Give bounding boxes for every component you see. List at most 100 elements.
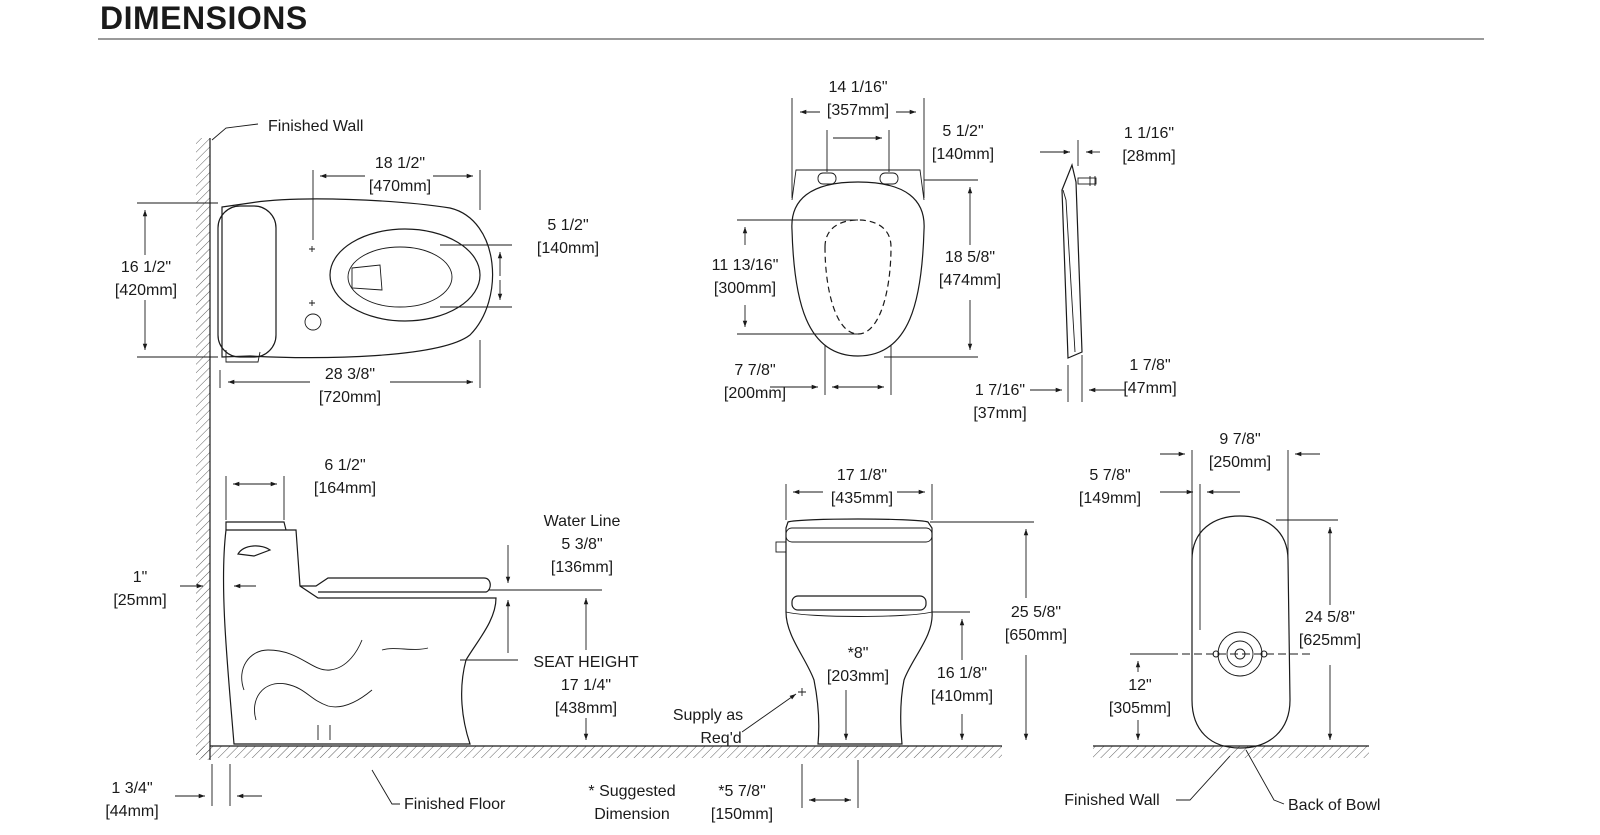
dim-supply-offset: *5 7/8" [150mm] [711,760,859,823]
seat-top-view [791,169,925,357]
supply-to-front-mm: [470mm] [369,178,431,195]
front-width-mm: [435mm] [831,490,893,507]
overall-width-mm: [420mm] [115,282,177,299]
finished-wall-label-rear: Finished Wall [1064,792,1159,809]
supply-label-2: Req'd [700,730,741,747]
front-view [775,518,933,745]
rear-half-width-mm: [149mm] [1079,490,1141,507]
back-of-bowl-label: Back of Bowl [1288,797,1380,814]
bowl-opening-mm: [140mm] [537,240,599,257]
dim-seat-height: SEAT HEIGHT 17 1/4" [438mm] [533,598,639,740]
dim-water-line: Water Line 5 3/8" [136mm] [460,513,621,661]
rear-half-width-in: 5 7/8" [1089,467,1130,484]
suggested-note-1: * Suggested [588,783,675,800]
supply-leader: Supply as Req'd [673,693,797,747]
back-of-bowl-leader [1245,749,1285,805]
seat-height-label: SEAT HEIGHT [533,654,638,671]
opening-length-mm: [300mm] [714,280,776,297]
seat-height-mm: [438mm] [555,700,617,717]
thickness-b-mm: [47mm] [1123,380,1176,397]
hinge-spacing-in: 5 1/2" [942,123,983,140]
floor-hatch-side [196,745,770,758]
dim-seat-width: 14 1/16" [357mm] [791,79,925,198]
dim-supply-height: *8" [203mm] [827,645,889,740]
bowl-opening-in: 5 1/2" [547,217,588,234]
dim-lever-offset: 1" [25mm] [113,569,256,609]
rough-in-in: 1 3/4" [111,780,152,797]
front-width-in: 17 1/8" [837,467,887,484]
dim-supply-to-front: 18 1/2" [470mm] [312,155,481,240]
supply-height-in: *8" [848,645,869,662]
front-height-in: 25 5/8" [1011,604,1061,621]
dim-side-top-offset: 1 1/16" [28mm] [1040,125,1176,166]
water-line-mm: [136mm] [551,559,613,576]
page-title: DIMENSIONS [100,0,308,36]
tank-depth-in: 6 1/2" [324,457,365,474]
dim-rough-in: 1 3/4" [44mm] [105,764,262,820]
opening-width-in: 7 7/8" [734,362,775,379]
front-height-mm: [650mm] [1005,627,1067,644]
lever-offset-in: 1" [133,569,148,586]
lever-offset-mm: [25mm] [113,592,166,609]
top-offset-mm: [28mm] [1122,148,1175,165]
seat-width-mm: [357mm] [827,102,889,119]
dim-wall-to-front: 28 3/8" [720mm] [219,340,481,406]
thickness-a-in: 1 7/16" [975,382,1025,399]
supply-offset-mm: [150mm] [711,806,773,823]
dim-bowl-opening: 5 1/2" [140mm] [440,217,599,308]
finished-wall-rear-leader [1176,755,1231,801]
supply-offset-in: *5 7/8" [718,783,766,800]
dim-overall-width: 16 1/2" [420mm] [115,202,218,358]
dim-rim-height: 16 1/8" [410mm] [931,611,993,740]
rear-height-mm: [625mm] [1299,632,1361,649]
seat-length-mm: [474mm] [939,272,1001,289]
seat-side-view [1061,163,1097,359]
outlet-height-in: 12" [1128,677,1151,694]
dim-opening-length: 11 13/16" [300mm] [712,219,858,335]
wall-to-front-in: 28 3/8" [325,366,375,383]
floor-hatch-front [766,745,1002,758]
seat-width-in: 14 1/16" [828,79,887,96]
rear-height-in: 24 5/8" [1305,609,1355,626]
finished-floor-label: Finished Floor [404,796,506,813]
dim-opening-width: 7 7/8" [200mm] [724,345,892,402]
wall-to-front-mm: [720mm] [319,389,381,406]
thickness-a-mm: [37mm] [973,405,1026,422]
water-line-in: 5 3/8" [561,536,602,553]
top-offset-in: 1 1/16" [1124,125,1174,142]
rear-width-mm: [250mm] [1209,454,1271,471]
opening-width-mm: [200mm] [724,385,786,402]
overall-width-in: 16 1/2" [121,259,171,276]
rear-view [1170,515,1314,749]
hinge-spacing-mm: [140mm] [932,146,994,163]
dim-front-width: 17 1/8" [435mm] [785,467,933,520]
dim-rear-height: 24 5/8" [625mm] [1270,519,1361,747]
rim-height-mm: [410mm] [931,688,993,705]
wall-hatch [196,138,211,760]
rear-width-in: 9 7/8" [1219,431,1260,448]
dim-front-height: 25 5/8" [650mm] [930,521,1067,740]
suggested-note-2: Dimension [594,806,670,823]
water-line-label: Water Line [544,513,621,530]
outlet-height-mm: [305mm] [1109,700,1171,717]
dim-hinge-spacing: 5 1/2" [140mm] [826,123,994,172]
rough-in-mm: [44mm] [105,803,158,820]
supply-label-1: Supply as [673,707,743,724]
seat-length-in: 18 5/8" [945,249,995,266]
dim-outlet-height: 12" [305mm] [1109,653,1171,740]
supply-to-front-in: 18 1/2" [375,155,425,172]
dim-side-thickness: 1 7/16" [37mm] 1 7/8" [47mm] [973,355,1177,422]
seat-height-in: 17 1/4" [561,677,611,694]
dim-rear-width: 9 7/8" [250mm] [1160,431,1320,560]
finished-wall-label-top: Finished Wall [268,118,363,135]
opening-length-in: 11 13/16" [712,257,779,274]
rim-height-in: 16 1/8" [937,665,987,682]
thickness-b-in: 1 7/8" [1129,357,1170,374]
side-view [222,521,497,745]
finished-wall-leader [211,123,259,141]
dim-seat-length: 18 5/8" [474mm] [884,179,1001,358]
title-rule [98,38,1484,40]
supply-height-mm: [203mm] [827,668,889,685]
dim-tank-depth: 6 1/2" [164mm] [225,457,376,520]
